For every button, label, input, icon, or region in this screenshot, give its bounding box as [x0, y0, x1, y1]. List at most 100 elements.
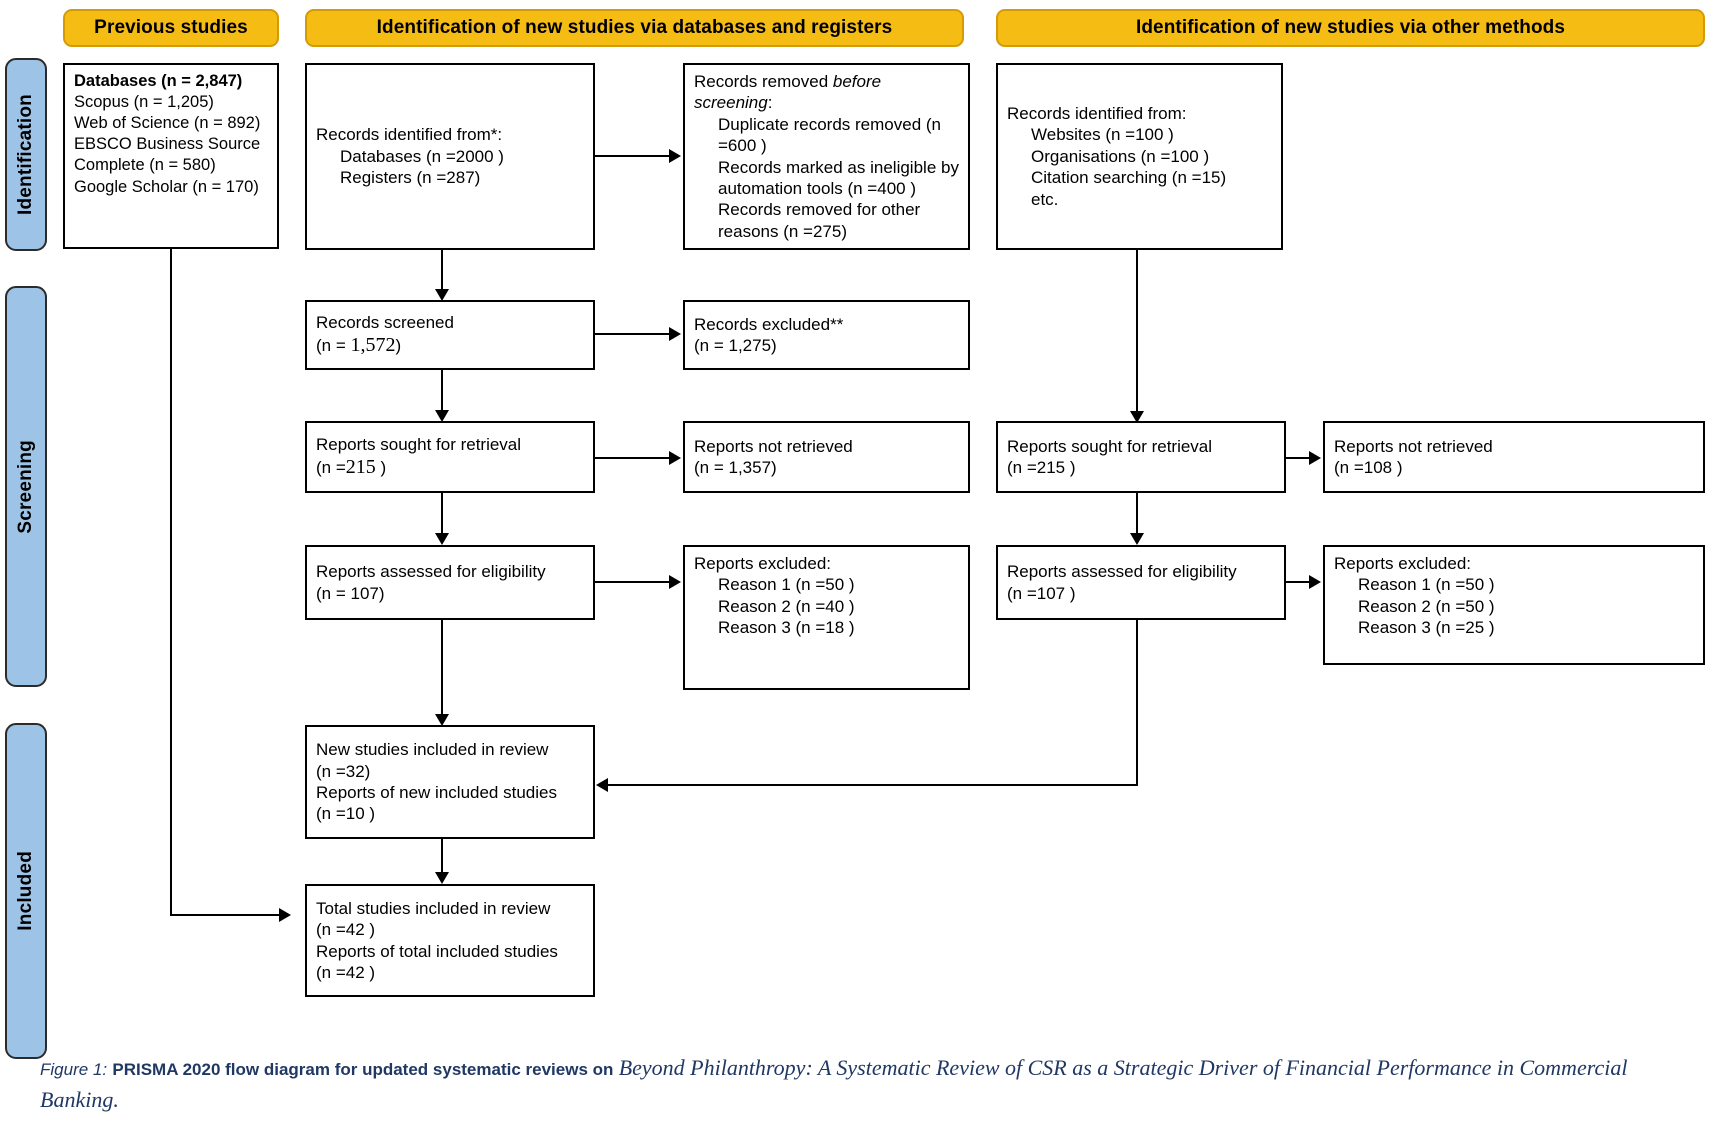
phase-bar-screening: Screening [5, 286, 47, 687]
phase-bar-included-label: Included [15, 851, 36, 931]
box-records-identified-other: Records identified from: Websites (n =10… [996, 63, 1283, 250]
connector-other-identified-to-sought [1136, 250, 1138, 415]
connector-sought-to-assessed [441, 493, 443, 537]
reports-excluded-heading: Reports excluded: [694, 554, 832, 573]
reports-sought-count-value: 215 [345, 456, 376, 479]
records-screened-count-value: 1,572 [350, 334, 396, 357]
total-studies-line4: (n =42 ) [316, 962, 376, 982]
box-reports-not-retrieved-other: Reports not retrieved (n =108 ) [1323, 421, 1705, 493]
previous-studies-title: Databases (n = 2,847) [74, 72, 243, 90]
column-header-other-methods: Identification of new studies via other … [996, 9, 1705, 47]
previous-studies-item: Google Scholar (n = 170) [74, 177, 259, 196]
arrowhead-screened-to-excluded [669, 327, 681, 341]
box-reports-sought-other: Reports sought for retrieval (n =215 ) [996, 421, 1286, 493]
new-studies-line4: (n =10 ) [316, 804, 376, 824]
reports-excluded-other-item: Reason 3 (n =25 ) [1358, 618, 1495, 638]
column-header-previous-studies-label: Previous studies [94, 17, 248, 38]
box-previous-studies-databases: Databases (n = 2,847) Scopus (n = 1,205)… [63, 63, 279, 249]
records-removed-item: Duplicate records removed (n =600 ) [718, 114, 941, 156]
arrowhead-assessed-to-excluded [669, 575, 681, 589]
figure-caption-label: Figure 1: [40, 1060, 108, 1079]
records-screened-count-suffix: ) [395, 336, 402, 356]
arrowhead-identified-to-removed [669, 149, 681, 163]
total-studies-line3: Reports of total included studies [316, 941, 558, 961]
reports-not-retrieved-other-label: Reports not retrieved [1334, 436, 1493, 456]
connector-previous-studies-right [170, 914, 281, 916]
previous-studies-item: Web of Science (n = 892) [74, 114, 261, 133]
reports-assessed-other-count: (n =107 ) [1007, 583, 1076, 603]
reports-sought-other-count: (n =215 ) [1007, 458, 1076, 477]
column-header-other-methods-label: Identification of new studies via other … [1135, 17, 1566, 38]
connector-sought-to-not-retrieved [595, 457, 671, 459]
box-reports-assessed-other: Reports assessed for eligibility (n =107… [996, 545, 1286, 620]
arrowhead-sought-to-not-retrieved [669, 451, 681, 465]
records-identified-other-item: etc. [1031, 189, 1059, 209]
box-records-excluded: Records excluded** (n = 1,275) [683, 300, 970, 370]
reports-excluded-item: Reason 2 (n =40 ) [718, 596, 855, 616]
arrowhead-other-assessed-to-excluded [1309, 575, 1321, 589]
connector-other-assessed-to-excluded [1286, 581, 1311, 583]
arrowhead-identified-to-screened [435, 289, 449, 301]
phase-bar-included: Included [5, 723, 47, 1059]
connector-previous-studies-down [170, 249, 172, 915]
reports-assessed-other-label: Reports assessed for eligibility [1007, 562, 1237, 582]
records-identified-other-item: Citation searching (n =15) [1031, 168, 1227, 188]
arrowhead-screened-to-sought [435, 410, 449, 422]
records-identified-item: Registers (n =287) [340, 168, 481, 188]
records-identified-other-item: Websites (n =100 ) [1031, 125, 1174, 145]
connector-identified-to-screened [441, 250, 443, 293]
records-removed-item: Records removed for other reasons (n =27… [718, 200, 921, 241]
reports-sought-count-prefix: (n = [316, 458, 346, 478]
box-new-studies-included: New studies included in review (n =32) R… [305, 725, 595, 839]
records-screened-label: Records screened [316, 312, 454, 332]
previous-studies-item: EBSCO Business Source Complete (n = 580) [74, 135, 261, 175]
arrowhead-sought-to-assessed [435, 533, 449, 545]
arrowhead-other-sought-to-assessed [1130, 533, 1144, 545]
phase-bar-identification: Identification [5, 58, 47, 251]
box-records-screened: Records screened (n = 1,572) [305, 300, 595, 370]
connector-screened-to-sought [441, 370, 443, 414]
connector-other-sought-to-assessed [1136, 493, 1138, 537]
box-reports-not-retrieved-databases: Reports not retrieved (n = 1,357) [683, 421, 970, 493]
box-records-identified-databases: Records identified from*: Databases (n =… [305, 63, 595, 250]
arrowhead-other-to-new-studies [596, 778, 608, 792]
phase-bar-identification-label: Identification [15, 93, 36, 216]
connector-new-studies-to-total [441, 839, 443, 876]
reports-sought-count: (n =215 ) [316, 455, 584, 480]
records-identified-item: Databases (n =2000 ) [340, 146, 504, 166]
records-removed-heading-b: : [767, 93, 773, 113]
records-identified-heading: Records identified from*: [316, 125, 503, 145]
column-header-previous-studies: Previous studies [63, 9, 279, 47]
box-total-studies-included: Total studies included in review (n =42 … [305, 884, 595, 997]
records-screened-count-prefix: (n = [316, 336, 351, 356]
reports-not-retrieved-other-count: (n =108 ) [1334, 458, 1403, 477]
arrowhead-previous-studies-to-total [279, 908, 291, 922]
column-header-databases-registers: Identification of new studies via databa… [305, 9, 964, 47]
box-reports-excluded-other: Reports excluded: Reason 1 (n =50 ) Reas… [1323, 545, 1705, 665]
box-reports-sought-databases: Reports sought for retrieval (n =215 ) [305, 421, 595, 493]
total-studies-line1: Total studies included in review [316, 898, 551, 918]
arrowhead-other-sought-to-not-retrieved [1309, 451, 1321, 465]
connector-identified-to-removed [595, 155, 671, 157]
records-excluded-count: (n = 1,275) [694, 336, 777, 355]
reports-assessed-count: (n = 107) [316, 583, 385, 603]
reports-not-retrieved-label: Reports not retrieved [694, 436, 853, 456]
box-reports-excluded-databases: Reports excluded: Reason 1 (n =50 ) Reas… [683, 545, 970, 690]
connector-other-assessed-left [608, 784, 1138, 786]
phase-bar-screening-label: Screening [15, 439, 36, 534]
connector-screened-to-excluded [595, 333, 671, 335]
connector-assessed-to-new-studies [441, 620, 443, 718]
reports-assessed-label: Reports assessed for eligibility [316, 562, 546, 582]
new-studies-line1: New studies included in review [316, 740, 549, 760]
box-reports-assessed-databases: Reports assessed for eligibility (n = 10… [305, 545, 595, 620]
column-header-databases-registers-label: Identification of new studies via databa… [376, 17, 893, 38]
arrowhead-assessed-to-new-studies [435, 714, 449, 726]
arrowhead-new-studies-to-total [435, 872, 449, 884]
records-identified-other-heading: Records identified from: [1007, 103, 1187, 123]
previous-studies-item: Scopus (n = 1,205) [74, 93, 214, 112]
reports-sought-count-suffix: ) [375, 458, 387, 478]
reports-sought-label: Reports sought for retrieval [316, 434, 522, 454]
arrowhead-other-identified-to-sought [1130, 411, 1144, 423]
records-removed-heading-a: Records removed [694, 72, 833, 91]
